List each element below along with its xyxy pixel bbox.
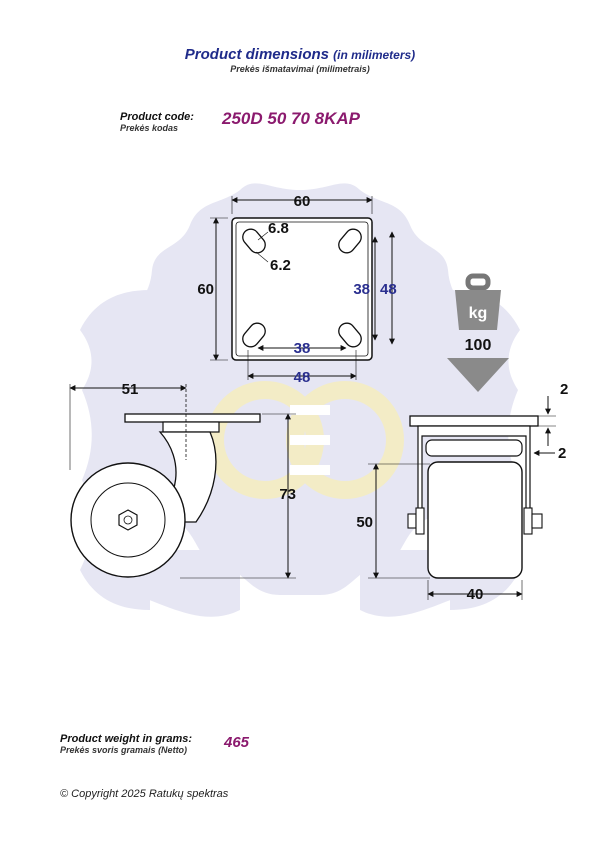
axle-nut bbox=[118, 509, 138, 531]
load-weight-icon bbox=[447, 273, 509, 392]
dim-plate-width: 60 bbox=[294, 193, 311, 210]
copyright: © Copyright 2025 Ratukų spektras bbox=[60, 788, 229, 800]
dim-slot-length: 6.8 bbox=[268, 220, 289, 237]
side-view bbox=[69, 384, 296, 579]
dim-hole-spacing-h48: 48 bbox=[294, 369, 311, 386]
load-value: 100 bbox=[465, 337, 492, 354]
top-plate-view bbox=[210, 196, 395, 380]
page-subtitle: Prekės išmatavimai (milimetrais) bbox=[230, 64, 370, 74]
dim-hole-spacing-h38: 38 bbox=[294, 340, 311, 357]
product-code-sublabel: Prekės kodas bbox=[120, 123, 179, 133]
dim-wheel-width: 40 bbox=[467, 586, 484, 603]
weight-label: Product weight in grams: bbox=[60, 733, 193, 745]
dim-offset: 51 bbox=[122, 381, 139, 398]
dim-plate-height: 60 bbox=[197, 281, 214, 298]
dim-hole-spacing-v38: 38 bbox=[353, 281, 370, 298]
dim-total-height: 73 bbox=[279, 486, 296, 503]
dim-plate-thickness: 2 bbox=[560, 381, 568, 398]
slot-hole-tr bbox=[338, 228, 362, 254]
slot-hole-br bbox=[338, 322, 362, 348]
slot-hole-tl bbox=[242, 228, 266, 254]
product-code-value: 250D 50 70 8KAP bbox=[222, 109, 360, 128]
dim-wheel-diameter: 50 bbox=[356, 514, 373, 531]
dim-slot-width: 6.2 bbox=[270, 257, 291, 274]
weight-value: 465 bbox=[224, 734, 250, 751]
dim-bracket-thickness: 2 bbox=[558, 445, 566, 462]
dim-hole-spacing-v48: 48 bbox=[380, 281, 397, 298]
weight-sublabel: Prekės svoris gramais (Netto) bbox=[60, 745, 188, 755]
wheel-front bbox=[427, 461, 523, 579]
slot-hole-bl bbox=[242, 322, 266, 348]
load-unit: kg bbox=[469, 305, 488, 322]
front-view bbox=[368, 396, 556, 600]
page-title: Product dimensions (in milimeters) bbox=[184, 46, 416, 63]
product-code-label: Product code: bbox=[120, 111, 194, 123]
